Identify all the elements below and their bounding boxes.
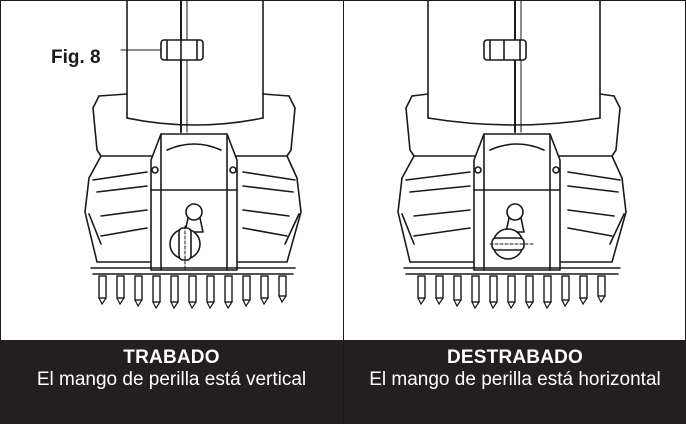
caption-unlocked: DESTRABADO El mango de perilla está hori… xyxy=(344,340,686,424)
panel-unlocked xyxy=(344,0,686,340)
state-description-locked: El mango de perilla está vertical xyxy=(36,369,307,390)
panel-divider xyxy=(343,0,344,424)
figure-label: Fig. 8 xyxy=(51,47,101,68)
tool-head-illustration-unlocked xyxy=(397,0,627,310)
caption-locked: TRABADO El mango de perilla está vertica… xyxy=(0,340,343,424)
state-description-unlocked: El mango de perilla está horizontal xyxy=(369,369,661,390)
state-title-locked: TRABADO xyxy=(123,347,220,368)
state-title-unlocked: DESTRABADO xyxy=(446,347,584,368)
tool-head-illustration-locked xyxy=(84,0,302,310)
panel-locked: Fig. 8 xyxy=(1,0,343,340)
